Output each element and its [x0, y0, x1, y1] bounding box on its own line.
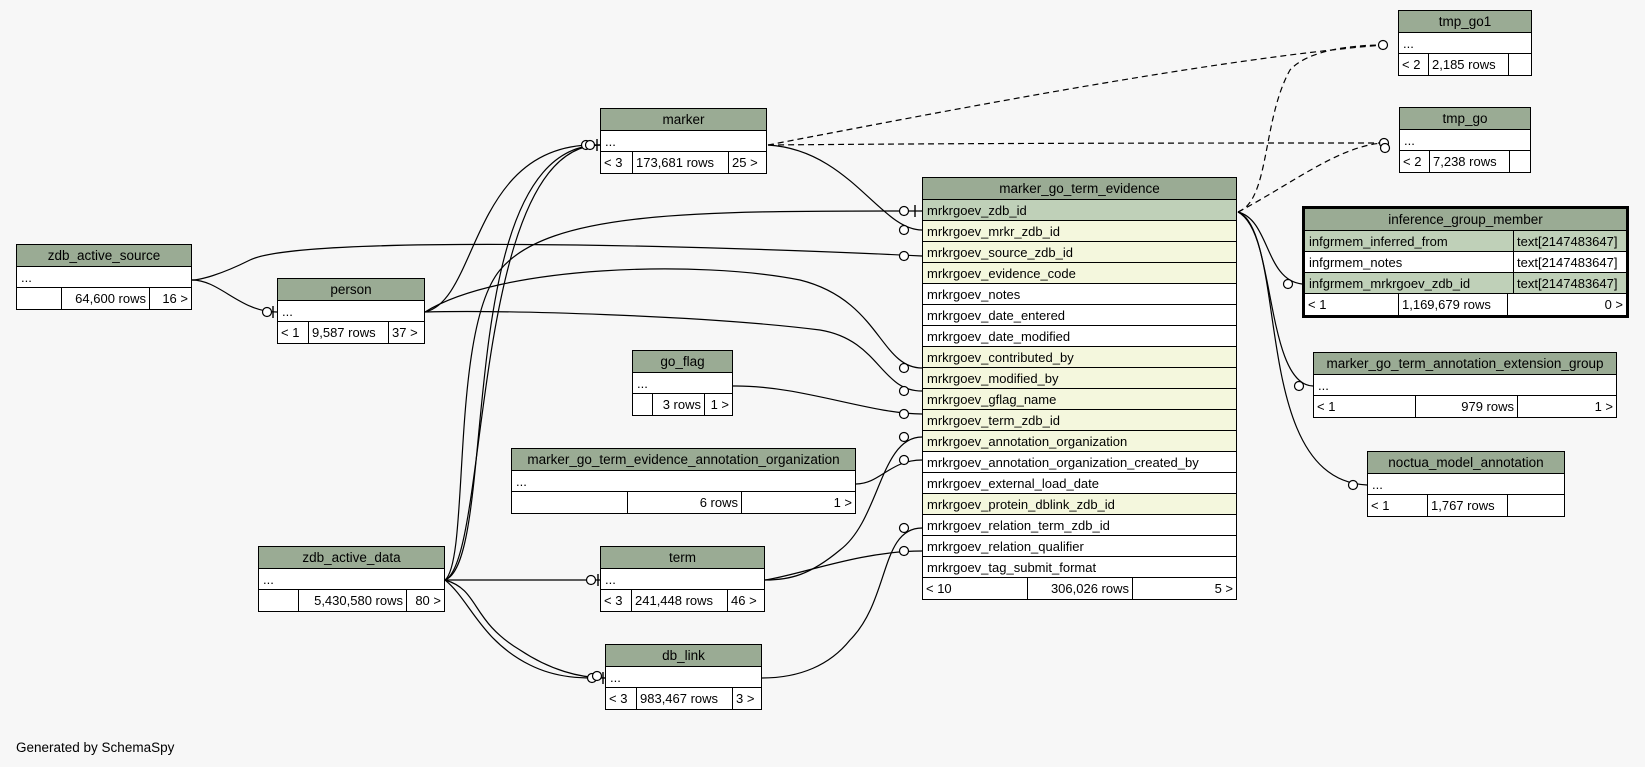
edge-mgte-tmp_go — [1237, 142, 1385, 213]
table-marker-go-term-evidence[interactable]: marker_go_term_evidence mrkrgoev_zdb_id … — [922, 177, 1237, 600]
column-row: ... — [601, 131, 766, 152]
table-title: zdb_active_source — [17, 245, 191, 267]
column-row: mrkrgoev_relation_term_zdb_id — [923, 515, 1236, 536]
table-db-link[interactable]: db_link ... < 3 983,467 rows 3 > — [605, 644, 762, 710]
table-footer: 64,600 rows 16 > — [17, 288, 191, 309]
column-row: ... — [259, 569, 444, 590]
column-row: mrkrgoev_protein_dblink_zdb_id — [923, 494, 1236, 515]
table-footer: < 3 983,467 rows 3 > — [606, 688, 761, 709]
column-row: ... — [17, 267, 191, 288]
edge-zad-dblink2 — [444, 579, 606, 679]
table-tmp-go[interactable]: tmp_go ... < 2 7,238 rows — [1399, 107, 1531, 173]
edge-zad-marker — [444, 144, 601, 581]
table-title: db_link — [606, 645, 761, 667]
edge-mgte-source — [191, 243, 923, 281]
column-row: infgrmem_inferred_from text[2147483647] — [1305, 231, 1626, 252]
table-title: noctua_model_annotation — [1368, 452, 1564, 474]
table-footer: < 1 9,587 rows 37 > — [278, 322, 424, 343]
table-title: zdb_active_data — [259, 547, 444, 569]
table-title: tmp_go — [1400, 108, 1530, 130]
table-zdb-active-data[interactable]: zdb_active_data ... 5,430,580 rows 80 > — [258, 546, 445, 612]
edge-marker-tmp_go1 — [767, 44, 1384, 146]
table-go-flag[interactable]: go_flag ... 3 rows 1 > — [632, 350, 733, 416]
table-title: inference_group_member — [1305, 209, 1626, 231]
table-mgt-annotation-extension-group[interactable]: marker_go_term_annotation_extension_grou… — [1313, 352, 1617, 418]
column-row: mrkrgoev_modified_by — [923, 368, 1236, 389]
column-row: mrkrgoev_external_load_date — [923, 473, 1236, 494]
table-title: go_flag — [633, 351, 732, 373]
column-row: ... — [633, 373, 732, 394]
table-title: person — [278, 279, 424, 301]
edge-mgte-protein — [761, 527, 923, 679]
column-row: ... — [601, 569, 764, 590]
table-footer: < 1 979 rows 1 > — [1314, 396, 1616, 417]
table-tmp-go1[interactable]: tmp_go1 ... < 2 2,185 rows — [1398, 10, 1532, 76]
table-title: term — [601, 547, 764, 569]
edge-mgte-marker — [767, 144, 923, 231]
column-row: ... — [1399, 33, 1531, 54]
table-title: marker_go_term_evidence_annotation_organ… — [512, 449, 855, 471]
table-footer: < 2 2,185 rows — [1399, 54, 1531, 75]
table-title: tmp_go1 — [1399, 11, 1531, 33]
column-row: mrkrgoev_date_entered — [923, 305, 1236, 326]
column-row: mrkrgoev_contributed_by — [923, 347, 1236, 368]
table-footer: < 1 1,767 rows — [1368, 495, 1564, 516]
column-row: mrkrgoev_gflag_name — [923, 389, 1236, 410]
column-row: ... — [1368, 474, 1564, 495]
table-title: marker_go_term_annotation_extension_grou… — [1314, 353, 1616, 375]
column-row: ... — [278, 301, 424, 322]
column-row: mrkrgoev_date_modified — [923, 326, 1236, 347]
column-row: mrkrgoev_source_zdb_id — [923, 242, 1236, 263]
column-row: mrkrgoev_notes — [923, 284, 1236, 305]
column-row: ... — [1400, 130, 1530, 151]
table-footer: 5,430,580 rows 80 > — [259, 590, 444, 611]
edge-mgte-gflag — [732, 385, 923, 415]
table-mgte-annotation-organization[interactable]: marker_go_term_evidence_annotation_organ… — [511, 448, 856, 514]
column-row: ... — [606, 667, 761, 688]
table-footer: < 2 7,238 rows — [1400, 151, 1530, 172]
column-row: mrkrgoev_zdb_id — [923, 200, 1236, 221]
edge-source-person — [191, 279, 278, 313]
edge-zad-marker2 — [444, 144, 601, 581]
table-zdb-active-source[interactable]: zdb_active_source ... 64,600 rows 16 > — [16, 244, 192, 310]
generated-by-note: Generated by SchemaSpy — [16, 740, 175, 755]
column-row: ... — [1314, 375, 1616, 396]
table-footer: 6 rows 1 > — [512, 492, 855, 513]
table-marker[interactable]: marker ... < 3 173,681 rows 25 > — [600, 108, 767, 174]
column-row: mrkrgoev_evidence_code — [923, 263, 1236, 284]
column-row: infgrmem_mrkrgoev_zdb_id text[2147483647… — [1305, 273, 1626, 294]
table-title: marker_go_term_evidence — [923, 178, 1236, 200]
table-title: marker — [601, 109, 766, 131]
edge-marker-person — [424, 144, 601, 313]
table-footer: < 1 1,169,679 rows 0 > — [1305, 294, 1626, 315]
edge-mgte-igm — [1237, 211, 1303, 285]
edge-marker-tmp_go — [767, 142, 1385, 146]
column-row: mrkrgoev_annotation_organization — [923, 431, 1236, 452]
column-row: mrkrgoev_relation_qualifier — [923, 536, 1236, 557]
column-row: mrkrgoev_mrkr_zdb_id — [923, 221, 1236, 242]
table-person[interactable]: person ... < 1 9,587 rows 37 > — [277, 278, 425, 344]
column-row: mrkrgoev_annotation_organization_created… — [923, 452, 1236, 473]
edge-mgte-org — [855, 459, 923, 485]
column-row: mrkrgoev_tag_submit_format — [923, 557, 1236, 578]
edge-zad-dblink — [444, 579, 606, 679]
table-term[interactable]: term ... < 3 241,448 rows 46 > — [600, 546, 765, 612]
table-footer: < 10 306,026 rows 5 > — [923, 578, 1236, 599]
table-footer: 3 rows 1 > — [633, 394, 732, 415]
table-inference-group-member[interactable]: inference_group_member infgrmem_inferred… — [1302, 206, 1629, 318]
table-footer: < 3 173,681 rows 25 > — [601, 152, 766, 173]
column-row: mrkrgoev_term_zdb_id — [923, 410, 1236, 431]
table-noctua-model-annotation[interactable]: noctua_model_annotation ... < 1 1,767 ro… — [1367, 451, 1565, 517]
column-row: infgrmem_notes text[2147483647] — [1305, 252, 1626, 273]
table-footer: < 3 241,448 rows 46 > — [601, 590, 764, 611]
edge-mgte-tmp_go1 — [1237, 44, 1384, 213]
edge-mgte-reltterm — [764, 550, 923, 581]
column-row: ... — [512, 471, 855, 492]
